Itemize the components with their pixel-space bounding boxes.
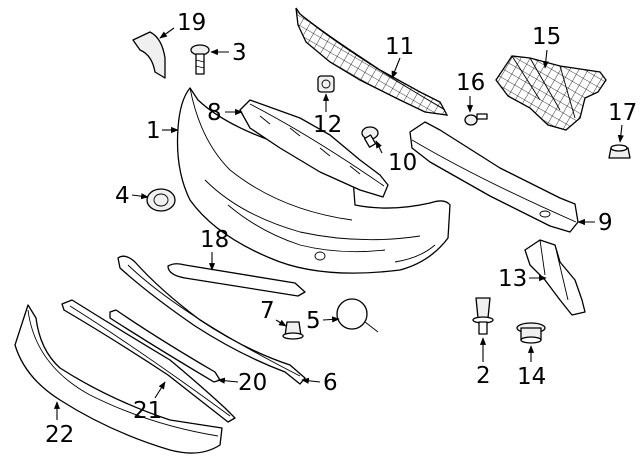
lower-valance-part [117,255,306,385]
callout-6: 6 [323,370,338,396]
callout-18: 18 [200,227,229,253]
callout-labels: 1 2 3 4 5 6 7 8 9 10 11 12 13 14 15 16 1… [45,10,637,448]
fastener-4-plug [146,188,176,212]
fastener-14-nut [516,322,546,344]
fastener-2-clip [472,297,494,335]
upper-bracket-part [295,7,449,116]
callout-8: 8 [207,100,222,126]
fastener-12-nut [317,75,335,93]
callout-1: 1 [146,118,161,144]
callout-10: 10 [388,150,417,176]
callout-12: 12 [313,112,342,138]
fastener-10-bolt [361,126,379,148]
callout-21: 21 [133,398,162,424]
callout-14: 14 [517,364,546,390]
callout-5: 5 [306,308,321,334]
callout-13: 13 [498,266,527,292]
lower-spoiler-part [14,304,223,454]
fastener-19-cap [132,31,166,79]
callout-11: 11 [385,34,414,60]
fastener-17-nut [608,144,631,159]
grille-strip-part [61,299,236,423]
callout-16: 16 [456,70,485,96]
callout-19: 19 [177,10,206,36]
fastener-7-clip [282,321,304,340]
fastener-16-screw [464,113,488,126]
callout-2: 2 [476,363,491,389]
callout-3: 3 [232,40,247,66]
lower-strip-part [109,309,221,383]
callout-4: 4 [115,183,130,209]
callout-17: 17 [608,100,637,126]
side-bracket-part [495,55,607,131]
callout-22: 22 [45,422,74,448]
leader-arrows [53,27,624,420]
callout-20: 20 [238,370,267,396]
callout-15: 15 [532,24,561,50]
energy-absorber-part [239,99,389,198]
fastener-5-cap [336,298,379,333]
fastener-3-screw [190,44,210,75]
callout-7: 7 [260,298,275,324]
bumper-cover-part [176,87,451,274]
callout-9: 9 [598,210,613,236]
trim-strip-part [167,263,306,297]
